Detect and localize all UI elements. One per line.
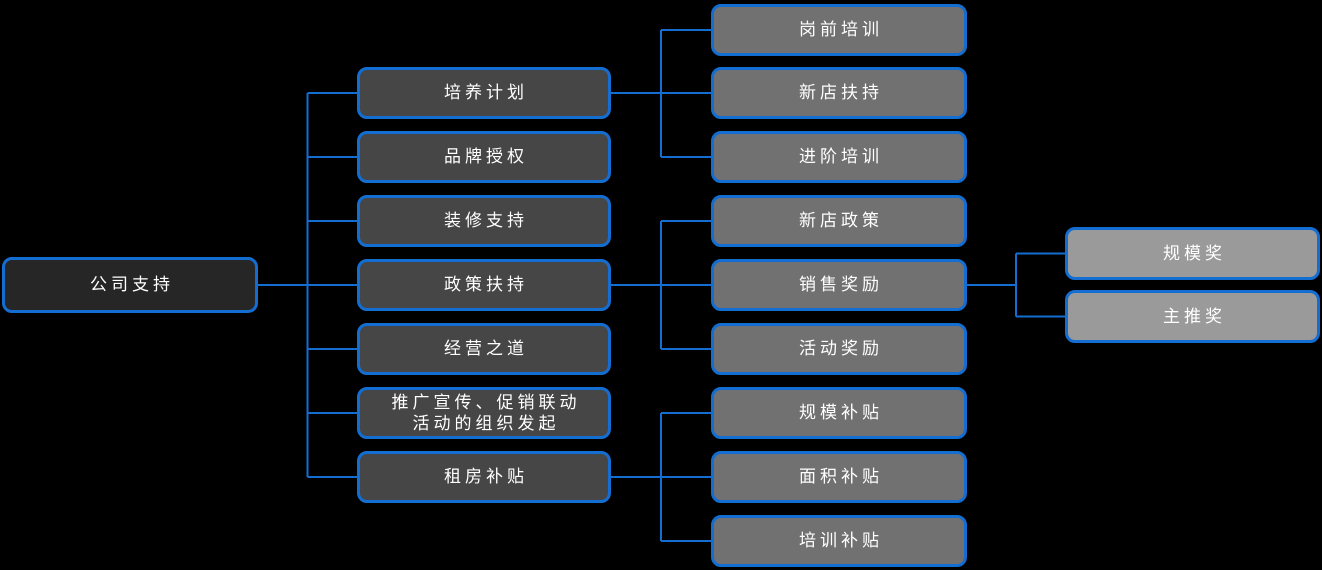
node-main-push-award[interactable]: 主推奖 (1065, 290, 1320, 343)
node-label: 经营之道 (444, 339, 528, 358)
node-brand-authorization[interactable]: 品牌授权 (357, 131, 611, 183)
node-pre-job-training[interactable]: 岗前培训 (711, 4, 967, 56)
node-label-line2: 活动的组织发起 (412, 414, 560, 433)
node-promotion-campaign[interactable]: 推广宣传、促销联动 活动的组织发起 (357, 387, 611, 439)
node-training-subsidy[interactable]: 培训补贴 (711, 515, 967, 567)
node-label: 政策扶持 (444, 275, 528, 294)
node-label: 面积补贴 (799, 467, 883, 486)
node-training-plan[interactable]: 培养计划 (357, 67, 611, 119)
node-rent-subsidy[interactable]: 租房补贴 (357, 451, 611, 503)
node-label: 活动奖励 (799, 339, 883, 358)
node-label: 培训补贴 (799, 531, 883, 550)
node-label: 规模补贴 (799, 403, 883, 422)
node-label: 进阶培训 (799, 147, 883, 166)
node-label: 新店政策 (799, 211, 883, 230)
node-label: 新店扶持 (799, 83, 883, 102)
node-label: 品牌授权 (444, 147, 528, 166)
node-label: 租房补贴 (444, 467, 528, 486)
node-advanced-training[interactable]: 进阶培训 (711, 131, 967, 183)
node-label: 装修支持 (444, 211, 528, 230)
node-label: 培养计划 (444, 83, 528, 102)
node-label: 规模奖 (1163, 243, 1226, 263)
node-new-store-policy[interactable]: 新店政策 (711, 195, 967, 247)
node-company-support[interactable]: 公司支持 (2, 257, 258, 313)
node-policy-support[interactable]: 政策扶持 (357, 259, 611, 311)
node-scale-award[interactable]: 规模奖 (1065, 227, 1320, 280)
node-area-subsidy[interactable]: 面积补贴 (711, 451, 967, 503)
node-label: 销售奖励 (799, 275, 883, 294)
node-activity-reward[interactable]: 活动奖励 (711, 323, 967, 375)
node-business-management[interactable]: 经营之道 (357, 323, 611, 375)
node-label-line1: 推广宣传、促销联动 (391, 393, 581, 412)
node-sales-reward[interactable]: 销售奖励 (711, 259, 967, 311)
node-label: 岗前培训 (799, 20, 883, 39)
node-label: 公司支持 (90, 275, 174, 294)
node-decoration-support[interactable]: 装修支持 (357, 195, 611, 247)
node-scale-subsidy[interactable]: 规模补贴 (711, 387, 967, 439)
node-label: 主推奖 (1163, 306, 1226, 326)
node-new-store-support[interactable]: 新店扶持 (711, 67, 967, 119)
